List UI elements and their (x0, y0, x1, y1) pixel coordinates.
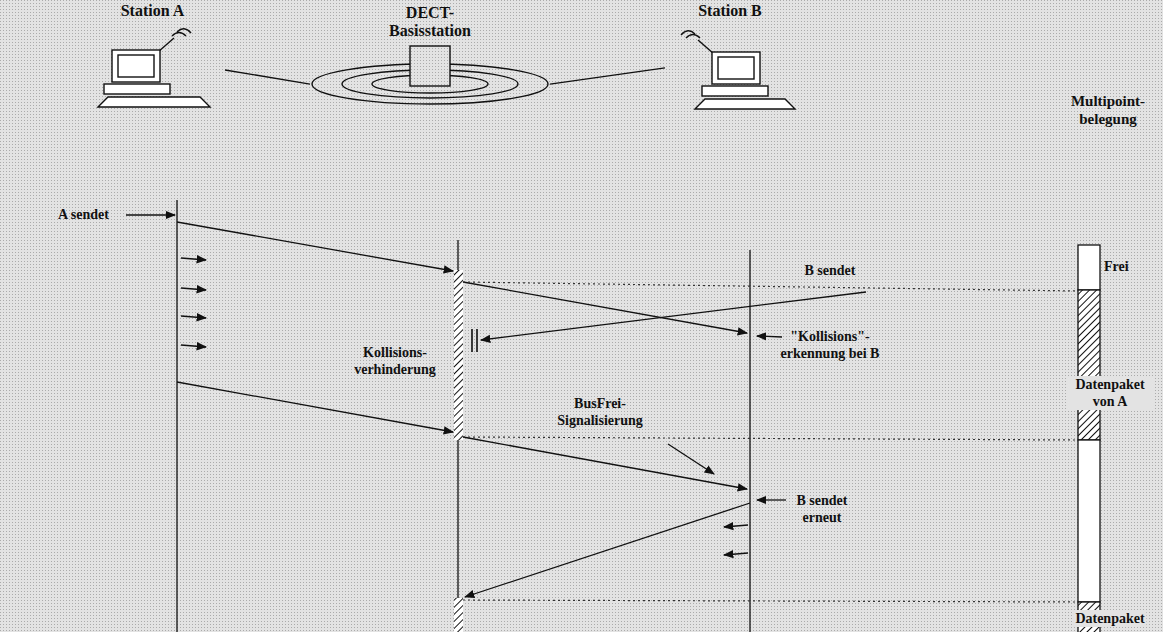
event-label: BusFrei- Signalisierung (557, 395, 643, 429)
column-heading: Multipoint- belegung (1071, 92, 1145, 128)
radio-link (225, 70, 310, 84)
antenna-wave (681, 31, 695, 35)
dotted-leaders (463, 282, 1078, 602)
pointer-arrow (757, 336, 782, 337)
slot-label: Frei (1104, 258, 1129, 275)
repeat-arrow (181, 316, 206, 318)
repeat-arrow (181, 345, 206, 347)
busy-slot (1078, 290, 1100, 440)
repeat-arrow (724, 525, 748, 527)
computer-icon-a (98, 29, 210, 107)
slot-label: Datenpaket (1073, 610, 1146, 627)
pointer-arrow (757, 499, 786, 500)
slot-label: Datenpaket von A (1066, 376, 1154, 410)
free-slot (1078, 440, 1100, 602)
station-heading: Station A (80, 2, 225, 20)
message-label: B sendet erneut (786, 492, 858, 526)
message-arrow (463, 282, 747, 333)
event-label: "Kollisions"- erkennung bei B (775, 328, 885, 362)
station-heading: DECT- Basisstation (389, 4, 471, 40)
radio-link (550, 68, 665, 84)
lifeline-b (749, 250, 750, 632)
keyboard (695, 99, 795, 109)
dotted-line (463, 437, 1078, 440)
busy-hatch (454, 270, 463, 440)
collision-bar (476, 329, 478, 352)
station-node: DECT- Basisstation (310, 4, 550, 108)
repeat-arrow (181, 288, 206, 290)
collision-bars (472, 329, 477, 352)
message-label: A sendet (58, 206, 109, 223)
dotted-line (463, 282, 1078, 291)
message-arrow (177, 222, 453, 271)
repeat-arrow (181, 258, 206, 260)
monitor (712, 52, 760, 84)
lifelines (177, 200, 750, 632)
station-heading: Station B (665, 2, 795, 20)
station-node: Station B (665, 2, 795, 110)
message-arrow (465, 503, 750, 597)
antenna-wave (686, 35, 700, 39)
antenna-wave (177, 29, 191, 33)
pointer-arrow (126, 214, 175, 215)
free-slot (1078, 245, 1100, 290)
message-arrow (463, 437, 747, 489)
keyboard (98, 97, 210, 107)
pointer-arrow (668, 444, 714, 474)
message-arrow (177, 382, 453, 432)
messages (126, 215, 866, 597)
monitor (112, 50, 160, 82)
busy-hatch (454, 598, 463, 632)
base-station-icon (312, 46, 548, 104)
antenna-wave (172, 33, 186, 37)
message-label: B sendet (805, 262, 856, 279)
dotted-line (463, 600, 1078, 602)
station-node: Station A (80, 2, 225, 110)
lifeline-a (176, 200, 177, 632)
collision-bar (471, 329, 473, 352)
screen (118, 55, 154, 77)
base-box (410, 46, 450, 86)
cpu-case (104, 84, 170, 94)
event-label: Kollisions- verhinderung (354, 344, 436, 378)
repeat-arrow (724, 553, 748, 555)
screen (718, 57, 754, 79)
cpu-case (702, 86, 768, 96)
computer-icon-b (681, 31, 795, 109)
occupancy-column (1078, 245, 1100, 632)
